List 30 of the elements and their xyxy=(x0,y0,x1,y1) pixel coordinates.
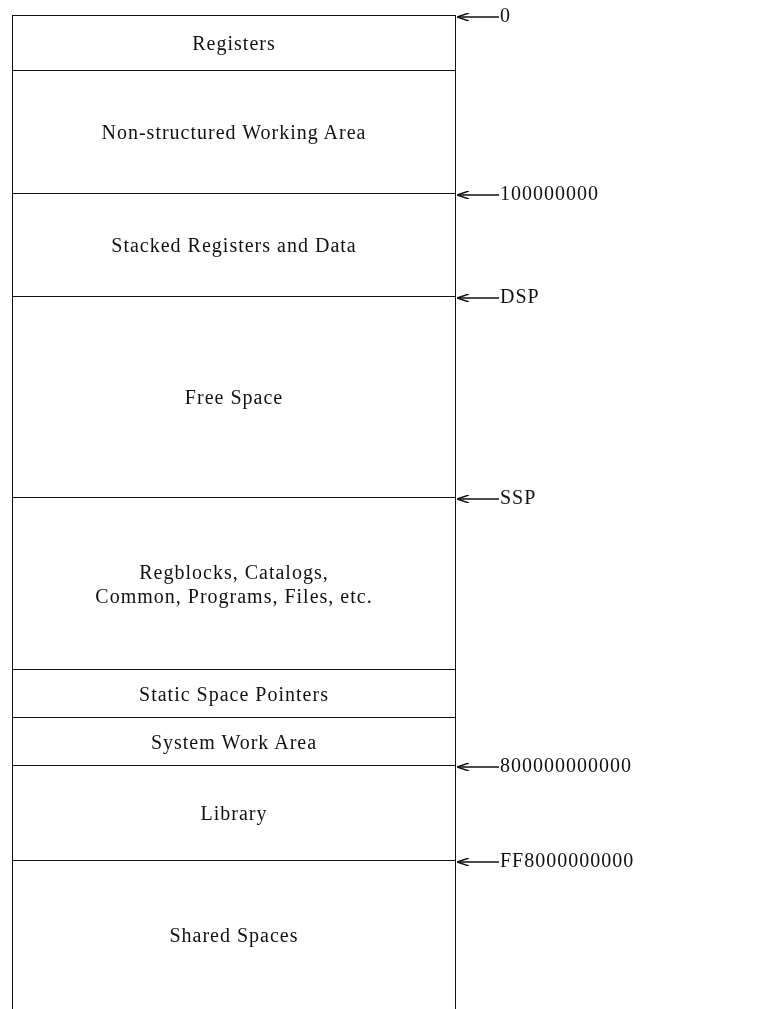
memory-segment xyxy=(12,70,456,193)
memory-segment xyxy=(12,15,456,70)
address-label: FF8000000000 xyxy=(500,848,635,872)
address-label: 100000000 xyxy=(500,181,599,205)
leader-arrow xyxy=(456,762,500,772)
leader-arrow xyxy=(456,857,500,867)
leader-arrow xyxy=(456,293,500,303)
leader-arrow xyxy=(456,494,500,504)
segment-label: Free Space xyxy=(184,385,284,409)
memory-segment xyxy=(12,717,456,765)
segment-label: Non-structured Working Area xyxy=(101,120,367,144)
memory-segment xyxy=(12,765,456,860)
segment-label: Library xyxy=(200,801,268,825)
memory-segment xyxy=(12,296,456,497)
address-label: 800000000000 xyxy=(500,753,632,777)
memory-segment xyxy=(12,669,456,717)
segment-label: System Work Area xyxy=(150,729,318,754)
memory-segment xyxy=(12,193,456,296)
leader-arrow xyxy=(456,190,500,200)
address-label: DSP xyxy=(500,284,540,308)
address-label: 0 xyxy=(500,3,511,27)
segment-label: Registers xyxy=(192,31,276,55)
memory-segment xyxy=(12,860,456,1009)
memory-segment xyxy=(12,497,456,669)
segment-label: Stacked Registers and Data xyxy=(111,233,357,257)
segment-label: Regblocks, Catalogs, Common, Programs, Files, etc. xyxy=(94,559,374,608)
leader-arrow xyxy=(456,12,500,22)
segment-label: Shared Spaces xyxy=(169,923,299,947)
segment-label: Static Space Pointers xyxy=(139,681,329,706)
address-label: SSP xyxy=(500,485,537,509)
